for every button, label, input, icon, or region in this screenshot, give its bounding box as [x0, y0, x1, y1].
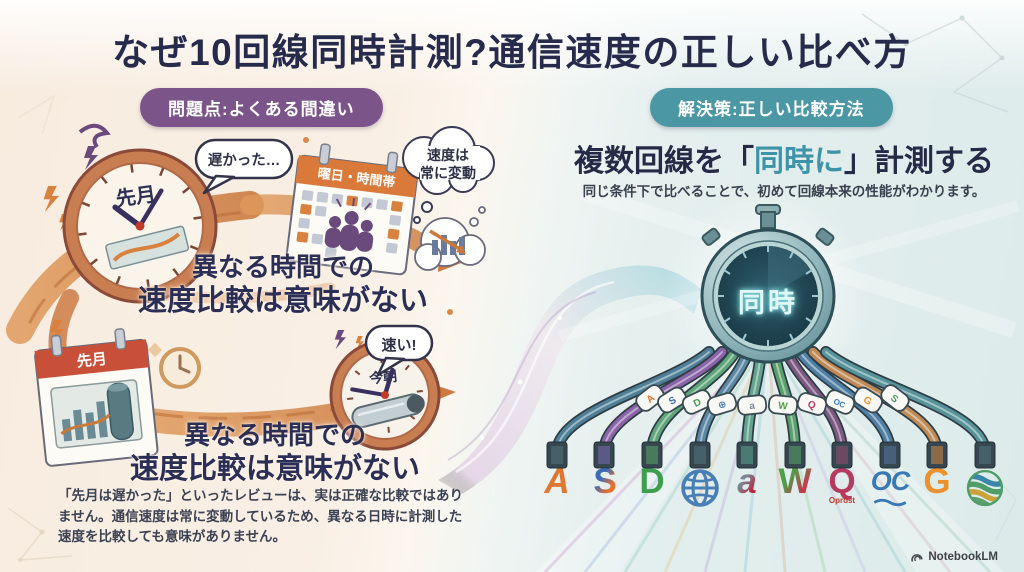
watermark: NotebookLM	[910, 550, 998, 564]
claim-different-time-2: 異なる時間での 速度比較は意味がない	[129, 420, 420, 485]
isp-logo-blue-globe	[675, 468, 725, 512]
transition-swoosh	[438, 265, 702, 494]
clock-this-morning: 今朝	[329, 339, 441, 451]
isp-logo-swoosh-a: a	[737, 462, 757, 501]
calendar-last-month: 先月	[34, 328, 159, 467]
speech-bubble-fast	[364, 324, 434, 377]
watermark-text: NotebookLM	[928, 551, 998, 563]
crowd-icon	[324, 210, 374, 252]
isp-logo-wave-sphere	[960, 468, 1010, 512]
thought-fluctuate-text: 速度は 常に変動	[420, 147, 476, 182]
isp-logo-oc-wave: OC	[865, 468, 915, 511]
thought-cloud-chart	[414, 206, 486, 271]
svg-text:W: W	[778, 401, 789, 413]
problem-note: 「先月は遅かった」といったレビューは、実は正確な比較ではありません。通信速度は常…	[58, 488, 463, 545]
notebooklm-icon	[911, 554, 923, 562]
isp-logo-orange-g: G	[923, 462, 951, 501]
cable-labels: A S D ⊕ a W Q OC G S	[635, 384, 910, 416]
cable-ferrules	[546, 441, 996, 469]
svg-text:a: a	[749, 401, 756, 413]
problem-badge: 問題点:よくある間違い	[140, 88, 383, 127]
svg-text:D: D	[692, 397, 703, 410]
solution-subheading: 同じ条件下で比べることで、初めて回線本来の性能がわかります。	[582, 184, 986, 199]
svg-text:⊕: ⊕	[717, 399, 728, 412]
isp-logo-flame-s: S	[593, 462, 617, 501]
page-title: なぜ10回線同時計測?通信速度の正しい比べ方	[112, 32, 912, 73]
wave-sphere-icon	[966, 469, 1004, 507]
svg-text:S: S	[667, 395, 679, 408]
svg-text:Q: Q	[806, 399, 817, 412]
svg-text:先月: 先月	[76, 350, 108, 371]
stopwatch	[700, 204, 836, 364]
bubble-fast-text: 速い!	[381, 337, 417, 354]
claim-different-time-1: 異なる時間での 速度比較は意味がない	[137, 252, 428, 317]
bubble-was-slow-text: 遅かった…	[207, 153, 281, 169]
isp-logo-orange-a-arrow: A	[544, 462, 570, 501]
thought-cloud-fluctuate	[402, 126, 495, 224]
network-decor	[7, 13, 1017, 562]
top-fade	[0, 0, 1024, 92]
calendar-weekday: 曜日・時間帯	[285, 143, 419, 276]
spark-decor	[43, 123, 364, 448]
small-clock-icon	[147, 342, 201, 389]
speech-bubble-slow	[194, 138, 294, 195]
isp-logo-swirl-w: W	[778, 462, 812, 501]
isp-logo-green-d-play: D	[639, 462, 665, 501]
solution-badge: 解決策:正しい比較方法	[650, 88, 893, 127]
stopwatch-label: 同時	[738, 288, 798, 318]
clock-last-month: 先月	[62, 148, 218, 304]
wave-icon	[873, 498, 907, 507]
solution-heading-highlight: 同時に	[754, 145, 844, 178]
solution-heading: 複数回線を「同時に」計測する	[574, 145, 994, 178]
globe-icon	[681, 469, 719, 507]
